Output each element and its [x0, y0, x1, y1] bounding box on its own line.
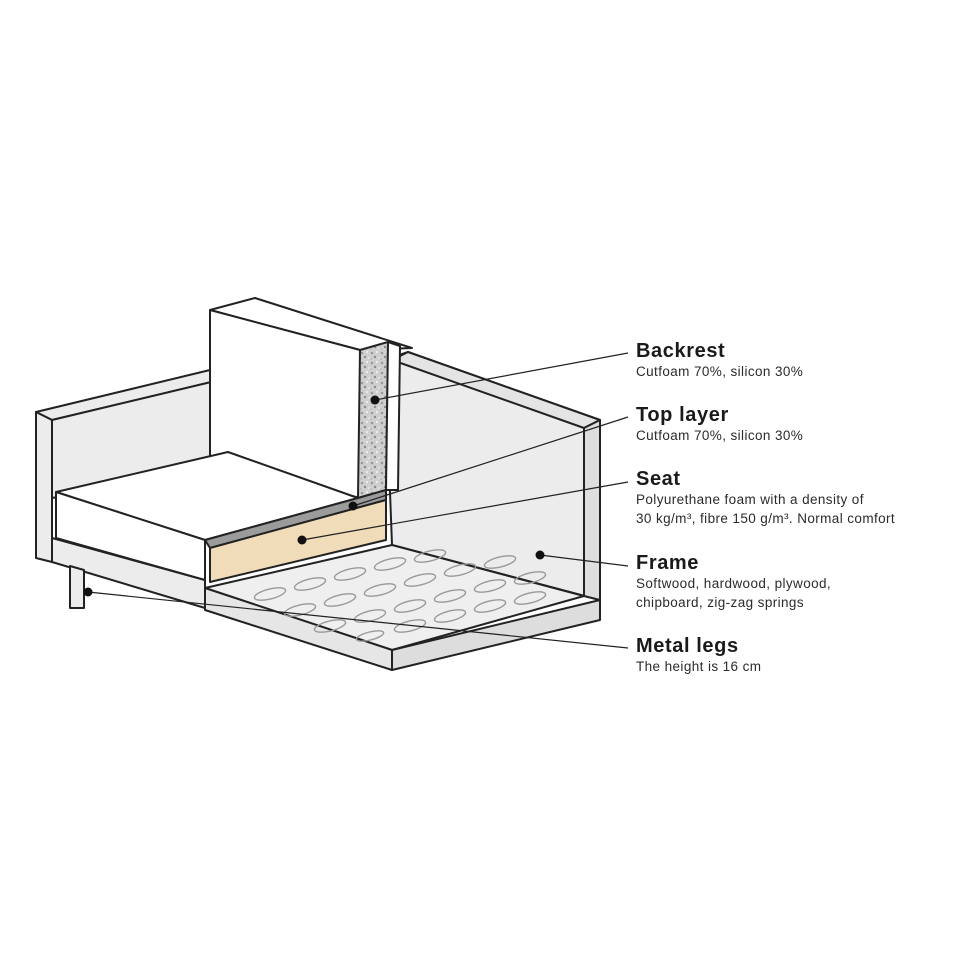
label-top-layer: Top layer Cutfoam 70%, silicon 30%: [636, 404, 803, 445]
label-seat-desc-line-2: 30 kg/m³, fibre 150 g/m³. Normal comfort: [636, 511, 896, 526]
label-frame: Frame Softwood, hardwood, plywood, chipb…: [636, 552, 831, 612]
leader-line-metal-legs: [87, 591, 629, 649]
label-frame-desc-line-1: Softwood, hardwood, plywood,: [636, 576, 832, 591]
label-backrest: Backrest Cutfoam 70%, silicon 30%: [636, 340, 803, 381]
armrest-front: [35, 411, 53, 563]
label-frame-title: Frame: [636, 552, 700, 574]
label-backrest-desc: Cutfoam 70%, silicon 30%: [636, 364, 804, 379]
label-top-layer-desc: Cutfoam 70%, silicon 30%: [636, 428, 804, 443]
anchor-dot-seat: [297, 535, 307, 545]
leader-line-backrest: [374, 352, 629, 401]
metal-leg: [69, 565, 85, 609]
label-metal-legs-desc: The height is 16 cm: [636, 659, 762, 674]
label-backrest-title: Backrest: [636, 340, 726, 362]
anchor-dot-backrest: [370, 395, 380, 405]
frame-side-wall: [583, 419, 601, 601]
label-seat: Seat Polyurethane foam with a density of…: [636, 468, 895, 528]
leader-line-frame: [539, 554, 629, 567]
label-metal-legs: Metal legs The height is 16 cm: [636, 635, 761, 676]
label-seat-desc-line-1: Polyurethane foam with a density of: [636, 492, 864, 507]
anchor-dot-frame: [535, 550, 545, 560]
backrest-cover-edge: [385, 341, 401, 491]
backrest-foam-section: [357, 341, 389, 499]
seat-cushion-front: [55, 491, 206, 581]
leader-line-top-layer: [352, 416, 629, 507]
anchor-dot-top-layer: [348, 501, 358, 511]
leader-line-seat: [301, 481, 629, 541]
label-frame-desc-line-2: chipboard, zig-zag springs: [636, 595, 804, 610]
anchor-dot-metal-legs: [83, 587, 93, 597]
frame-floor-right: [391, 599, 601, 671]
label-metal-legs-title: Metal legs: [636, 635, 739, 657]
label-top-layer-title: Top layer: [636, 404, 729, 426]
label-seat-title: Seat: [636, 468, 681, 490]
